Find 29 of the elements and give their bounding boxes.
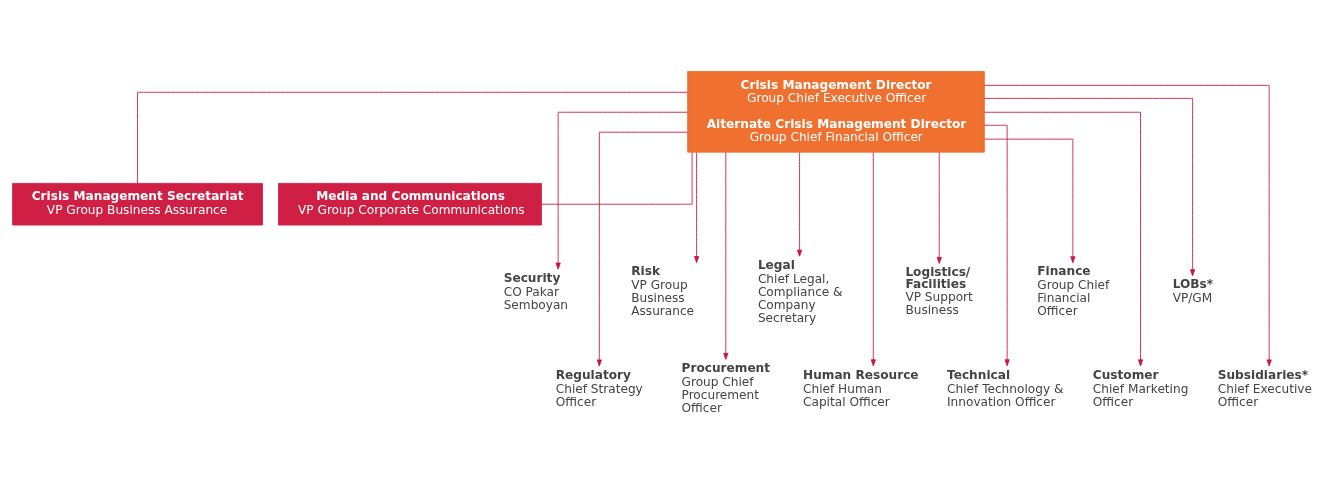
arrow — [694, 151, 700, 263]
node-text: Technical Chief Technology & Innovation Officer — [947, 367, 1064, 409]
node-text: Human Resource Chief Human Capital Officer — [803, 367, 919, 409]
node-text: Customer Chief Marketing Officer — [1092, 367, 1189, 409]
arrow — [984, 111, 1144, 366]
connector — [541, 151, 693, 205]
arrow — [936, 151, 942, 264]
node-box: Media and Communications VP Group Corporate Communications — [278, 182, 542, 225]
node-text: LOBs* VP/GM — [1172, 276, 1214, 305]
node-text: Procurement Group Chief Procurement Officer — [681, 360, 771, 415]
node-box: Crisis Management Director Group Chief Executive Officer Alternate Crisis Management Director Group Chief Financial Officer — [687, 70, 985, 153]
arrow — [723, 151, 729, 360]
arrow — [870, 151, 876, 366]
arrow — [596, 131, 688, 366]
node-box: Crisis Management Secretariat VP Group Business Assurance — [12, 182, 263, 225]
node-text: Logistics/ Facilities VP Support Business — [905, 264, 973, 317]
arrow — [984, 138, 1076, 263]
node-text: Subsidiaries* Chief Executive Officer — [1217, 367, 1312, 409]
connector — [137, 91, 688, 184]
node-text: Risk VP Group Business Assurance — [631, 263, 695, 318]
node-text: Regulatory Chief Strategy Officer — [555, 367, 643, 409]
arrow — [984, 84, 1272, 366]
node-text: Security CO Pakar Semboyan — [503, 270, 569, 312]
node-text: Legal Chief Legal, Compliance & Company Secretary — [757, 257, 843, 325]
node-text: Finance Group Chief Financial Officer — [1037, 263, 1110, 318]
arrow — [983, 97, 1196, 276]
arrow — [983, 124, 1010, 366]
arrow — [797, 151, 803, 257]
arrow — [555, 111, 688, 270]
